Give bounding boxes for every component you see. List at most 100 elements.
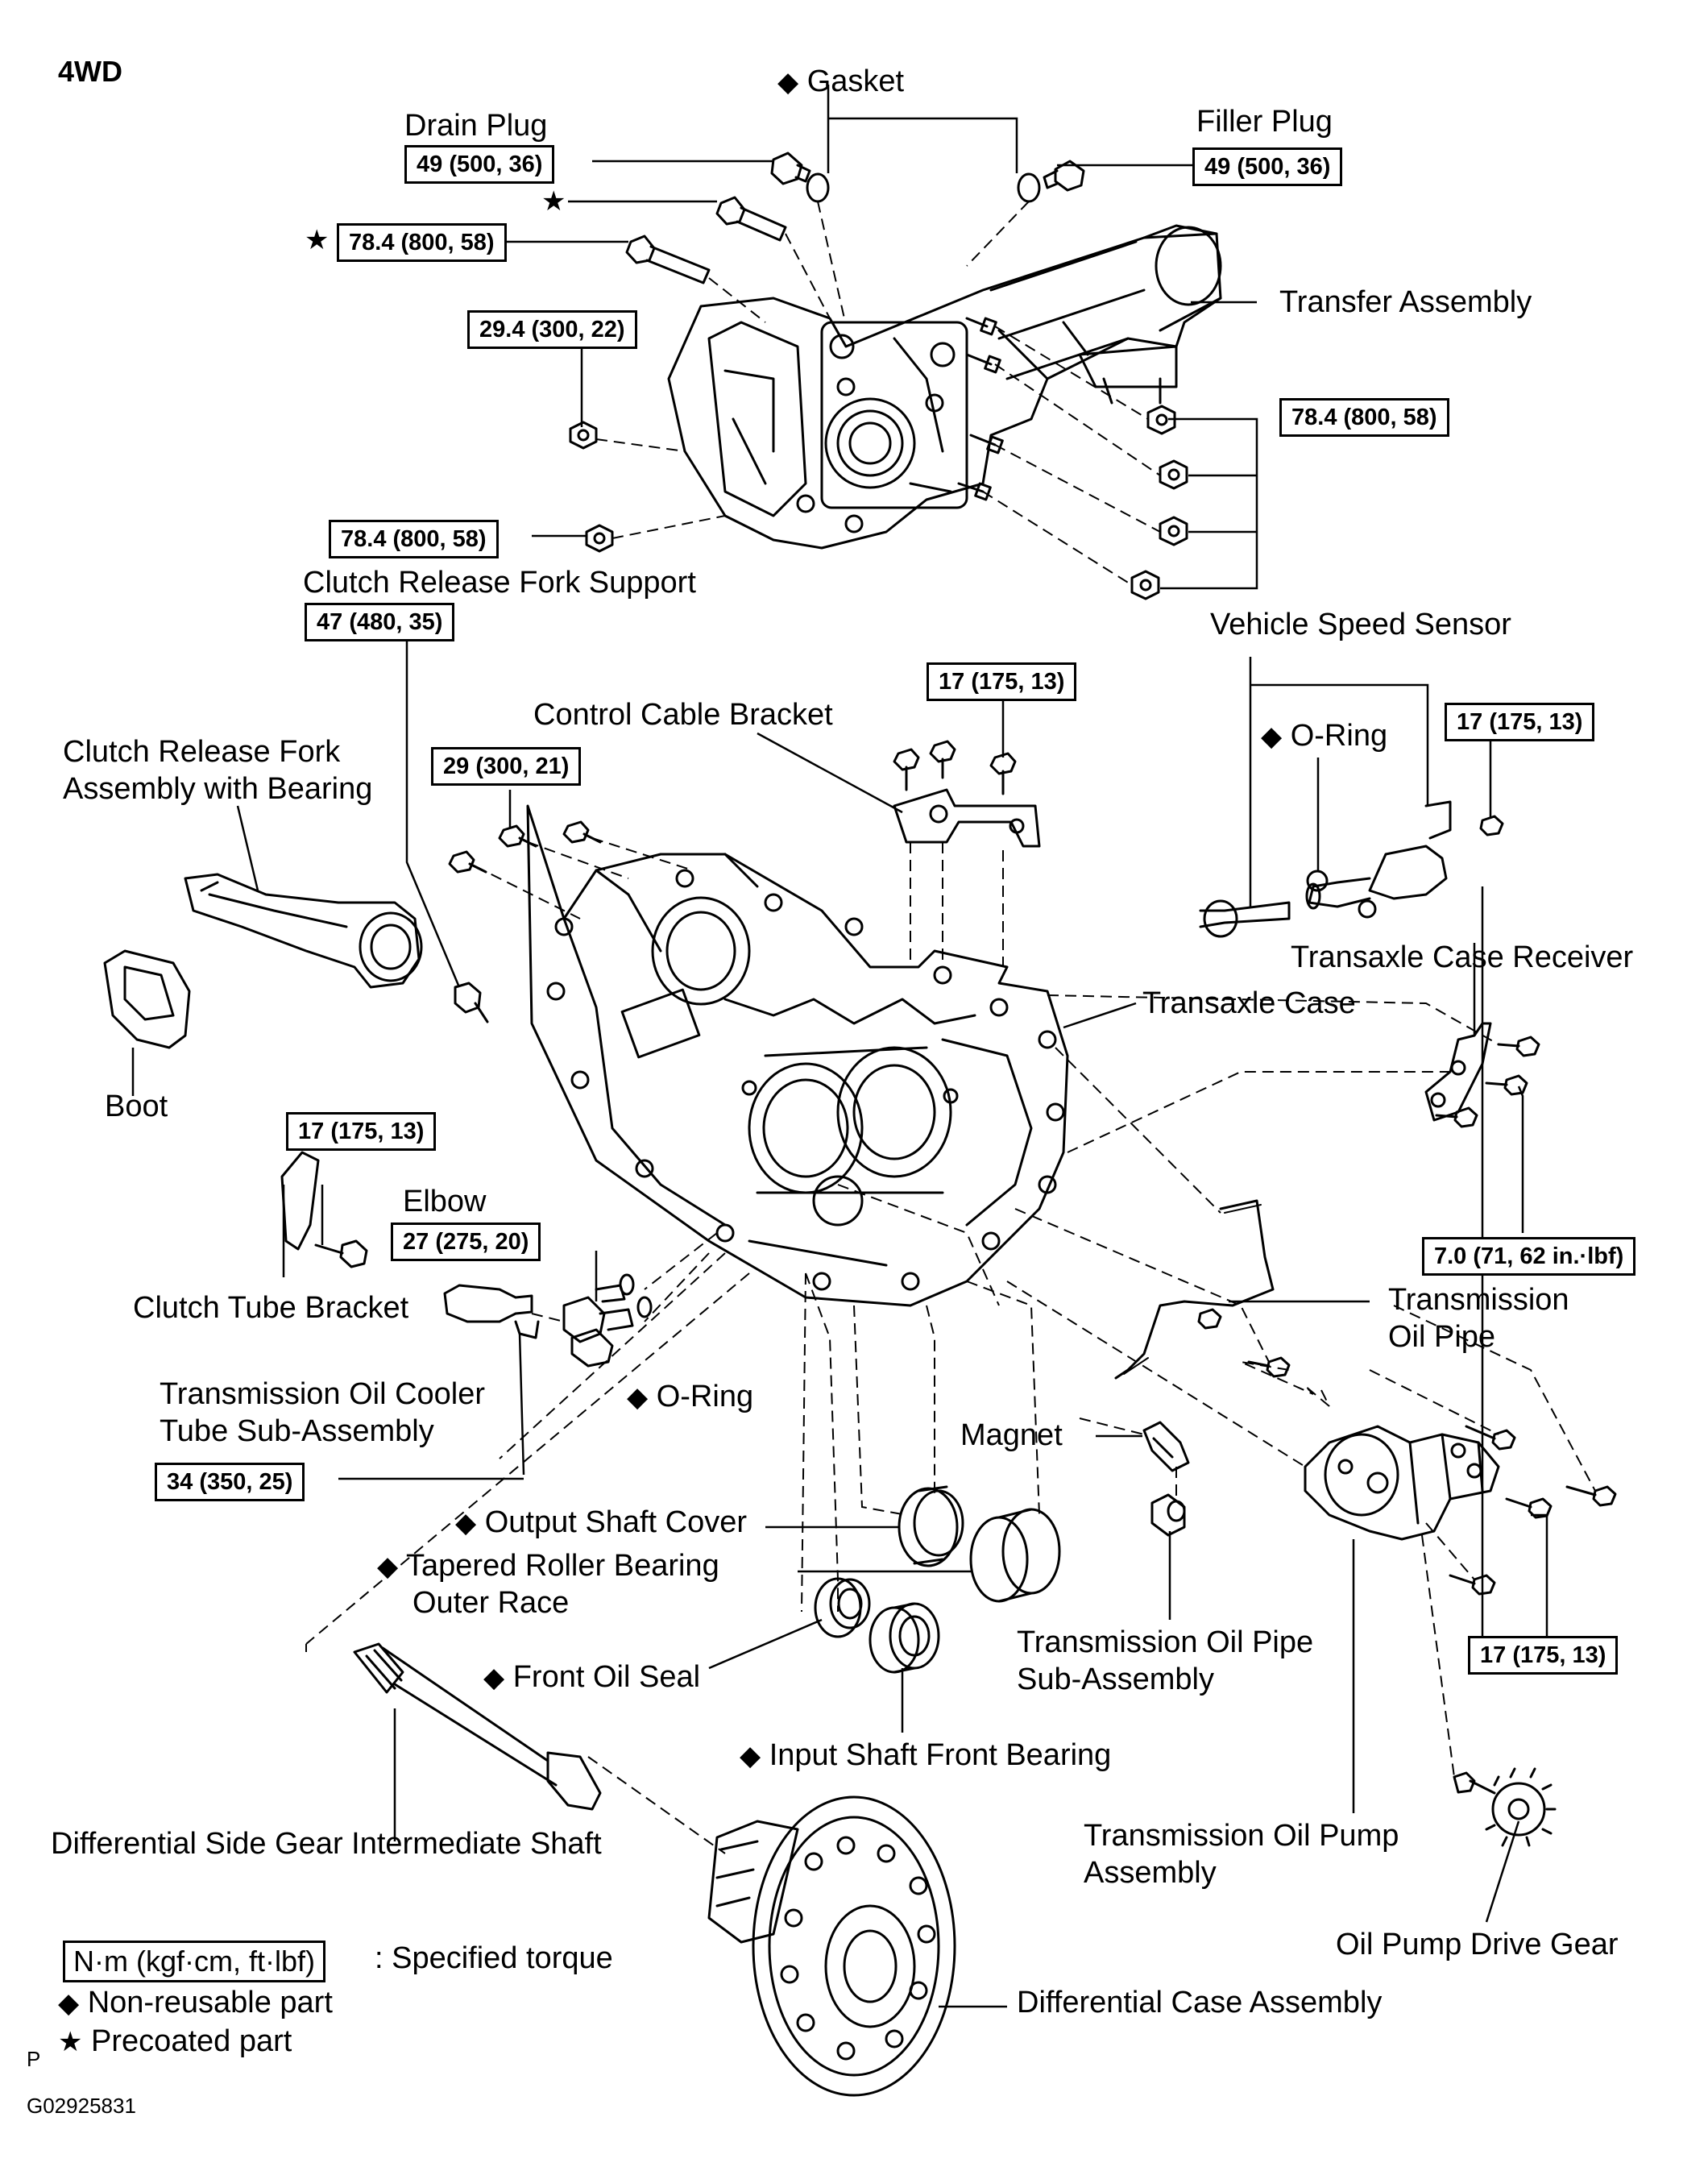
speed-sensor-bolt <box>1479 815 1504 836</box>
transaxle-case-receiver-part <box>1424 1022 1492 1122</box>
non-reusable-marker: ◆ <box>740 1741 761 1771</box>
control-cable-bracket-bolts <box>893 740 1017 795</box>
torque-transfer-upper-nut: 29.4 (300, 22) <box>467 310 637 349</box>
output-shaft-cover-label: ◆ Output Shaft Cover <box>455 1504 747 1541</box>
clutch-tube-bracket-bolt <box>314 1239 368 1268</box>
p-mark: P <box>27 2047 41 2071</box>
tapered-roller-line2: Outer Race <box>412 1586 570 1621</box>
transaxle-case-label: Transaxle Case <box>1142 986 1356 1020</box>
elbow-label: Elbow <box>403 1185 487 1218</box>
oil-pipe-line2: Oil Pipe <box>1388 1320 1496 1355</box>
precoated-bolt-lower <box>625 235 711 284</box>
case-receiver-bolts <box>1435 1036 1540 1128</box>
torque-fork-support: 47 (480, 35) <box>305 603 455 641</box>
elbow-o-ring-2 <box>636 1296 653 1318</box>
gasket-left <box>806 172 830 203</box>
oil-pump-drive-gear-part <box>1453 1767 1557 1847</box>
intermediate-shaft-part <box>353 1642 602 1811</box>
torque-oil-cooler-tube: 34 (350, 25) <box>155 1463 305 1501</box>
oil-pipe-sub-line2: Sub-Assembly <box>1017 1662 1214 1697</box>
legend-non-reusable: ◆ Non-reusable part <box>58 1984 333 2021</box>
o-ring-elbow-text: O-Ring <box>656 1380 754 1413</box>
boot-part <box>103 949 191 1049</box>
torque-clutch-tube-bracket: 17 (175, 13) <box>286 1112 437 1151</box>
torque-transfer-nuts: 78.4 (800, 58) <box>1279 398 1449 437</box>
legend-precoated: ★ Precoated part <box>58 2023 292 2060</box>
non-reusable-marker: ◆ <box>455 1508 477 1538</box>
o-ring-sensor-label: ◆ O-Ring <box>1261 717 1387 754</box>
clutch-release-fork-support-label: Clutch Release Fork Support <box>303 566 696 600</box>
precoated-marker-lower: ★ <box>305 225 330 255</box>
transfer-lower-nut <box>585 524 614 553</box>
non-reusable-marker: ◆ <box>377 1551 399 1582</box>
speed-sensor-o-ring <box>1306 870 1329 892</box>
transfer-upper-nut <box>569 421 598 450</box>
tapered-roller-bearing-outer-race-part <box>969 1508 1061 1603</box>
magnet-label: Magnet <box>960 1418 1063 1452</box>
clutch-tube-bracket-label: Clutch Tube Bracket <box>133 1291 409 1325</box>
drain-plug-label: Drain Plug <box>404 109 548 143</box>
transfer-assembly-label: Transfer Assembly <box>1279 285 1532 319</box>
clutch-tube-bracket-part <box>280 1151 320 1251</box>
differential-case-assembly-label: Differential Case Assembly <box>1017 1986 1383 2019</box>
oil-pipe-line1: Transmission <box>1388 1283 1569 1317</box>
torque-elbow: 27 (275, 20) <box>391 1222 541 1261</box>
oil-pump-drive-gear-label: Oil Pump Drive Gear <box>1336 1928 1619 1961</box>
fork-support-bolt <box>454 982 489 1023</box>
transmission-oil-pump-part <box>1304 1425 1500 1541</box>
transmission-oil-pipe-part <box>1114 1199 1275 1380</box>
torque-filler-plug: 49 (500, 36) <box>1192 147 1343 186</box>
non-reusable-marker: ◆ <box>483 1662 505 1693</box>
control-cable-bracket-label: Control Cable Bracket <box>533 698 833 732</box>
output-shaft-cover-text: Output Shaft Cover <box>484 1505 748 1539</box>
torque-speed-sensor: 17 (175, 13) <box>1445 703 1595 741</box>
differential-case-assembly-part <box>707 1795 956 2097</box>
gasket-right <box>1017 172 1041 203</box>
torque-control-cable-bracket: 17 (175, 13) <box>927 662 1077 701</box>
boot-label: Boot <box>105 1090 168 1123</box>
torque-oil-pump: 17 (175, 13) <box>1468 1636 1619 1675</box>
fork-label-line2: Assembly with Bearing <box>63 772 373 807</box>
torque-case-bolts: 29 (300, 21) <box>431 747 582 786</box>
transfer-nut-3 <box>1159 516 1188 546</box>
drain-plug-part <box>770 152 811 185</box>
vehicle-speed-sensor-label: Vehicle Speed Sensor <box>1210 608 1511 641</box>
gasket-text: Gasket <box>806 64 905 98</box>
oil-cooler-tube-part <box>443 1284 540 1339</box>
figure-title: 4WD <box>58 55 122 88</box>
transaxle-case-part <box>526 804 1069 1307</box>
tapered-roller-line1: Tapered Roller Bearing <box>406 1549 719 1583</box>
oil-pipe-sub-assembly-part <box>1150 1493 1186 1537</box>
gasket-label: ◆ Gasket <box>777 63 904 100</box>
filler-plug-part <box>1043 160 1085 192</box>
oil-pipe-bolts <box>1197 1308 1291 1378</box>
torque-precoated-bolt: 78.4 (800, 58) <box>337 223 507 262</box>
precoated-marker-upper: ★ <box>541 186 566 217</box>
oil-pump-line1: Transmission Oil Pump <box>1084 1819 1399 1853</box>
front-oil-seal-part <box>814 1577 871 1638</box>
transaxle-case-receiver-label: Transaxle Case Receiver <box>1291 940 1634 974</box>
non-reusable-marker: ◆ <box>627 1382 649 1413</box>
fork-label-line1: Clutch Release Fork <box>63 735 341 769</box>
elbow-part <box>562 1284 634 1368</box>
oil-pump-line2: Assembly <box>1084 1856 1217 1891</box>
legend-unit-text: : Specified torque <box>375 1941 613 1975</box>
case-bolts <box>448 820 602 874</box>
clutch-release-fork-part <box>184 873 423 989</box>
front-oil-seal-label: ◆ Front Oil Seal <box>483 1658 700 1696</box>
control-cable-bracket-part <box>893 788 1041 848</box>
torque-drain-plug: 49 (500, 36) <box>404 145 555 184</box>
figure-id: G02925831 <box>27 2094 136 2118</box>
o-ring-sensor-text: O-Ring <box>1290 719 1388 753</box>
oil-pipe-sub-line1: Transmission Oil Pipe <box>1017 1625 1314 1659</box>
non-reusable-marker: ◆ <box>777 67 799 98</box>
magnet-part <box>1142 1421 1190 1472</box>
diff-side-gear-shaft-label: Differential Side Gear Intermediate Shaf… <box>51 1827 602 1861</box>
oil-pump-bolts <box>1449 1425 1617 1596</box>
